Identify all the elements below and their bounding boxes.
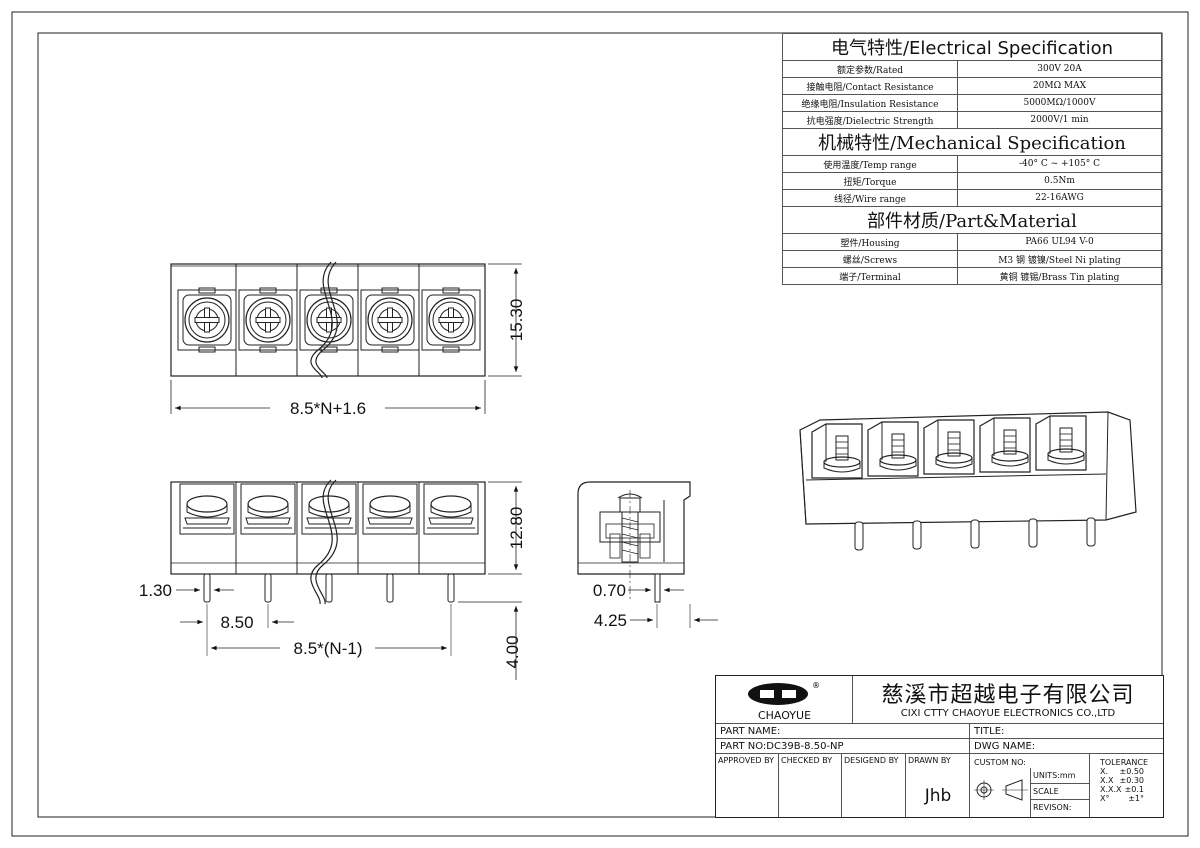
dim-span: 8.5*(N-1): [294, 639, 363, 658]
dim-height-front: 12.80: [507, 507, 526, 550]
outer-border: [11, 11, 1189, 837]
dwg-name: DWG NAME:: [970, 739, 1163, 754]
checked-by: CHECKED BY: [779, 754, 842, 817]
dim-side-pin: 0.70: [593, 581, 626, 600]
company-name-cn: 慈溪市超越电子有限公司: [881, 683, 1135, 708]
mechanical-title: 机械特性/Mechanical Specification: [782, 128, 1162, 156]
electrical-title: 电气特性/Electrical Specification: [782, 33, 1162, 61]
table-row: 使用温度/Temp range-40° C ~ +105° C: [782, 155, 1162, 173]
front-view: 12.80 4.00 1.30 8.50 8.5*(N-1): [139, 479, 526, 680]
dim-side-offset: 4.25: [594, 611, 627, 630]
tolerance-title: TOLERANCE: [1100, 758, 1149, 767]
designed-by: DESIGEND BY: [842, 754, 906, 817]
isometric-view: [799, 411, 1137, 551]
logo-text: CHAOYUE: [757, 709, 812, 722]
inner-border: [37, 32, 1163, 818]
svg-text:®: ®: [812, 681, 820, 690]
part-name: PART NAME:: [716, 724, 970, 739]
scale: SCALE: [1031, 784, 1089, 800]
dim-pin-width: 1.30: [139, 581, 172, 600]
spec-table: 电气特性/Electrical Specification 额定参数/Rated…: [782, 33, 1162, 285]
dim-pin-length: 4.00: [503, 635, 522, 668]
drawn-by: DRAWN BY Jhb: [906, 754, 970, 817]
custom-no: CUSTOM NO: UNITS:mm SCALE REVISON:: [970, 754, 1090, 817]
dim-height-top: 15.30: [507, 299, 526, 342]
break-line: [310, 261, 333, 379]
title-block: ® CHAOYUE 慈溪市超越电子有限公司 CIXI CTTY CHAOYUE …: [715, 675, 1164, 818]
units: UNITS:mm: [1031, 768, 1089, 784]
drawn-by-label: DRAWN BY: [908, 756, 951, 765]
drawn-by-name: Jhb: [924, 786, 952, 806]
company-logo-icon: ®: [748, 681, 820, 705]
tolerance-box: TOLERANCE X.±0.50 X.X±0.30 X.X.X±0.1 X°±…: [1090, 754, 1163, 817]
revision: REVISON:: [1033, 803, 1072, 812]
projection-symbol-icon: [974, 779, 1028, 801]
material-title: 部件材质/Part&Material: [782, 206, 1162, 234]
custom-no-label: CUSTOM NO:: [974, 758, 1026, 767]
dim-width-top: 8.5*N+1.6: [290, 399, 366, 418]
dim-pitch: 8.50: [220, 613, 253, 632]
part-no: PART NO:DC39B-8.50-NP: [716, 739, 970, 754]
title-field: TITLE:: [970, 724, 1163, 739]
side-view: 0.70 4.25: [577, 481, 718, 630]
approved-by: APPROVED BY: [716, 754, 779, 817]
logo-area: ® CHAOYUE: [716, 676, 853, 724]
company-area: 慈溪市超越电子有限公司 CIXI CTTY CHAOYUE ELECTRONIC…: [853, 676, 1163, 724]
company-name-en: CIXI CTTY CHAOYUE ELECTRONICS CO.,LTD: [900, 708, 1116, 719]
top-view: 15.30 8.5*N+1.6: [170, 261, 526, 418]
